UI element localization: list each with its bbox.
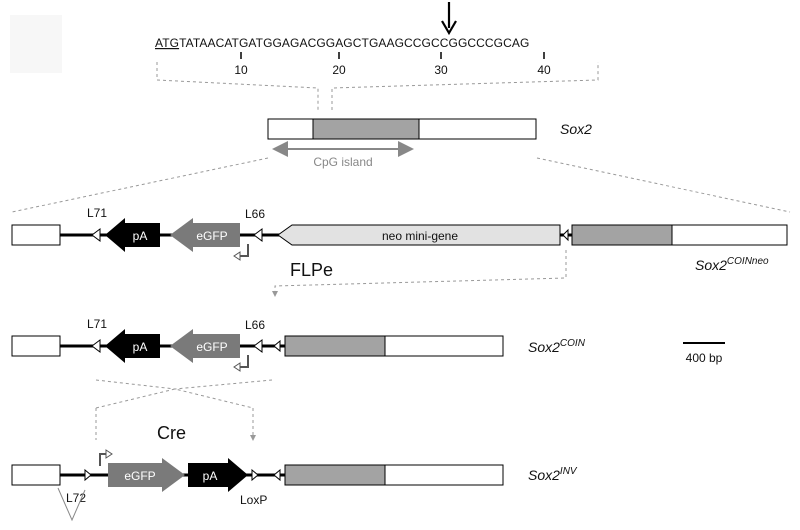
pa-block (188, 458, 248, 492)
coinneo-name-base: Sox2 (695, 257, 727, 273)
sox2-coding-region (312, 118, 420, 140)
sox2-wt-allele: Sox2 CpG island (11, 118, 791, 213)
pa-label: pA (133, 340, 148, 354)
background-box (10, 15, 62, 73)
splice-arrow-head (233, 362, 241, 372)
neo-mini-gene-block (277, 224, 561, 246)
inv-name-sup: INV (560, 466, 578, 477)
exon2-utr (671, 224, 788, 246)
inv-name-base: Sox2 (528, 467, 560, 483)
egfp-block (170, 329, 240, 363)
egfp-label: eGFP (196, 340, 227, 354)
egfp-label: eGFP (124, 469, 155, 483)
sox2-inv-allele: eGFP pA L72 LoxP Sox2INV (11, 449, 578, 522)
cpg-island-label: CpG island (313, 155, 372, 169)
exon1-box (11, 335, 61, 357)
cre-label: Cre (157, 423, 186, 443)
l66-label: L66 (245, 207, 265, 221)
start-codon: ATG (155, 36, 179, 50)
cut-site-arrow-head (441, 20, 457, 36)
sox2-label: Sox2 (560, 121, 592, 137)
tick-label-10: 10 (234, 63, 248, 77)
exon1-box (11, 464, 61, 486)
coin-name: Sox2COIN (528, 338, 586, 355)
coin-name-base: Sox2 (528, 339, 560, 355)
lox-site-l66 (253, 339, 263, 353)
exon2-utr (384, 464, 504, 486)
lox-site-l66 (253, 228, 263, 242)
sequence-text: ATGTATAACATGATGGAGACGGAGCTGAAGCCGCCGGCCC… (155, 36, 529, 50)
pa-label: pA (203, 469, 218, 483)
l66-label: L66 (245, 318, 265, 332)
tick-label-20: 20 (332, 63, 346, 77)
l71-label: L71 (87, 206, 107, 220)
zoom-lines (11, 157, 791, 213)
exon2-utr (384, 335, 504, 357)
pa-block (105, 218, 160, 252)
exon2-coding (571, 224, 673, 246)
splice-junction-lines (57, 487, 86, 522)
egfp-block (108, 458, 185, 492)
sequence-bracket (156, 62, 599, 110)
cre-recombination-lines (95, 379, 273, 390)
egfp-label: eGFP (196, 229, 227, 243)
sequence-panel: ATGTATAACATGATGGAGACGGAGCTGAAGCCGCCGGCCC… (155, 2, 599, 110)
pa-block (105, 329, 160, 363)
splice-arrow-head (233, 251, 241, 261)
cre-arrows (95, 408, 253, 440)
cre-recombination-lines-2 (95, 388, 254, 409)
lox-site-l72 (84, 468, 92, 482)
frt-site (273, 339, 281, 353)
pa-label: pA (133, 229, 148, 243)
tick-label-30: 30 (434, 63, 448, 77)
exon2-coding (284, 464, 386, 486)
sox2-coinneo-allele: pA eGFP L71 L66 neo mini-gene Sox2COINne… (11, 206, 788, 273)
l71-label: L71 (87, 317, 107, 331)
frt-site (562, 228, 569, 242)
lox-site-loxp (251, 468, 259, 482)
sequence-rest: TATAACATGATGGAGACGGAGCTGAAGCCGCCGGCCCGCA… (179, 36, 529, 50)
lox-site-l71 (91, 228, 101, 242)
coinneo-name-sup: COINneo (727, 256, 769, 267)
flpe-label: FLPe (290, 260, 333, 280)
coin-name-sup: COIN (560, 338, 586, 349)
l72-label: L72 (66, 491, 86, 505)
lox-site-l71 (91, 339, 101, 353)
sox2-coin-allele: pA eGFP L71 L66 Sox2COIN (11, 317, 586, 372)
inv-name: Sox2INV (528, 466, 578, 483)
flpe-excision-lines (272, 250, 567, 297)
tick-label-40: 40 (537, 63, 551, 77)
exon2-coding (284, 335, 386, 357)
frt-site (273, 468, 281, 482)
loxp-label: LoxP (240, 493, 267, 507)
scale-bar-label: 400 bp (686, 351, 723, 365)
coinneo-name: Sox2COINneo (695, 256, 769, 273)
exon1-box (11, 224, 61, 246)
neo-label: neo mini-gene (382, 229, 458, 243)
egfp-block (170, 218, 240, 252)
splice-arrow-head (105, 449, 113, 459)
